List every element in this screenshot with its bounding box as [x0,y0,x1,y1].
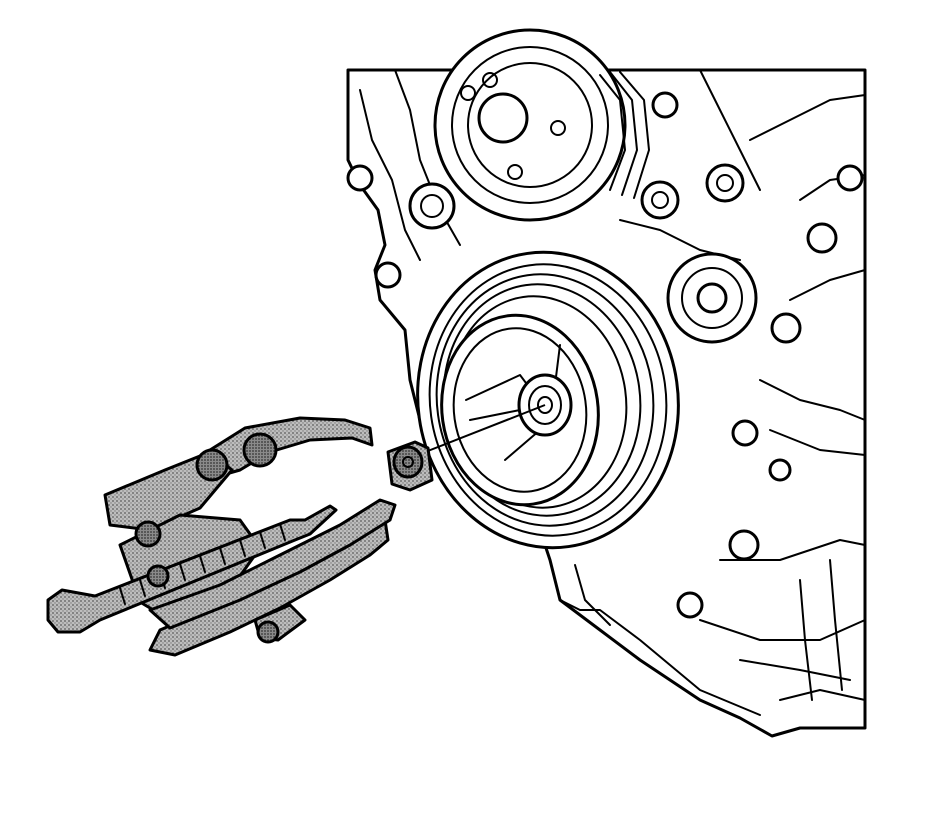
puller-middle-jaw [148,498,397,630]
three-jaw-puller [46,416,397,657]
alignment-line [409,404,546,459]
puller-upper-jaw [203,416,374,482]
cover-bolts [346,91,864,619]
crankshaft-balancer [416,250,680,550]
puller-adapter [386,440,434,492]
upper-pulley [433,28,650,222]
puller-forcing-screw [46,504,338,634]
idler-pulley [666,252,758,344]
